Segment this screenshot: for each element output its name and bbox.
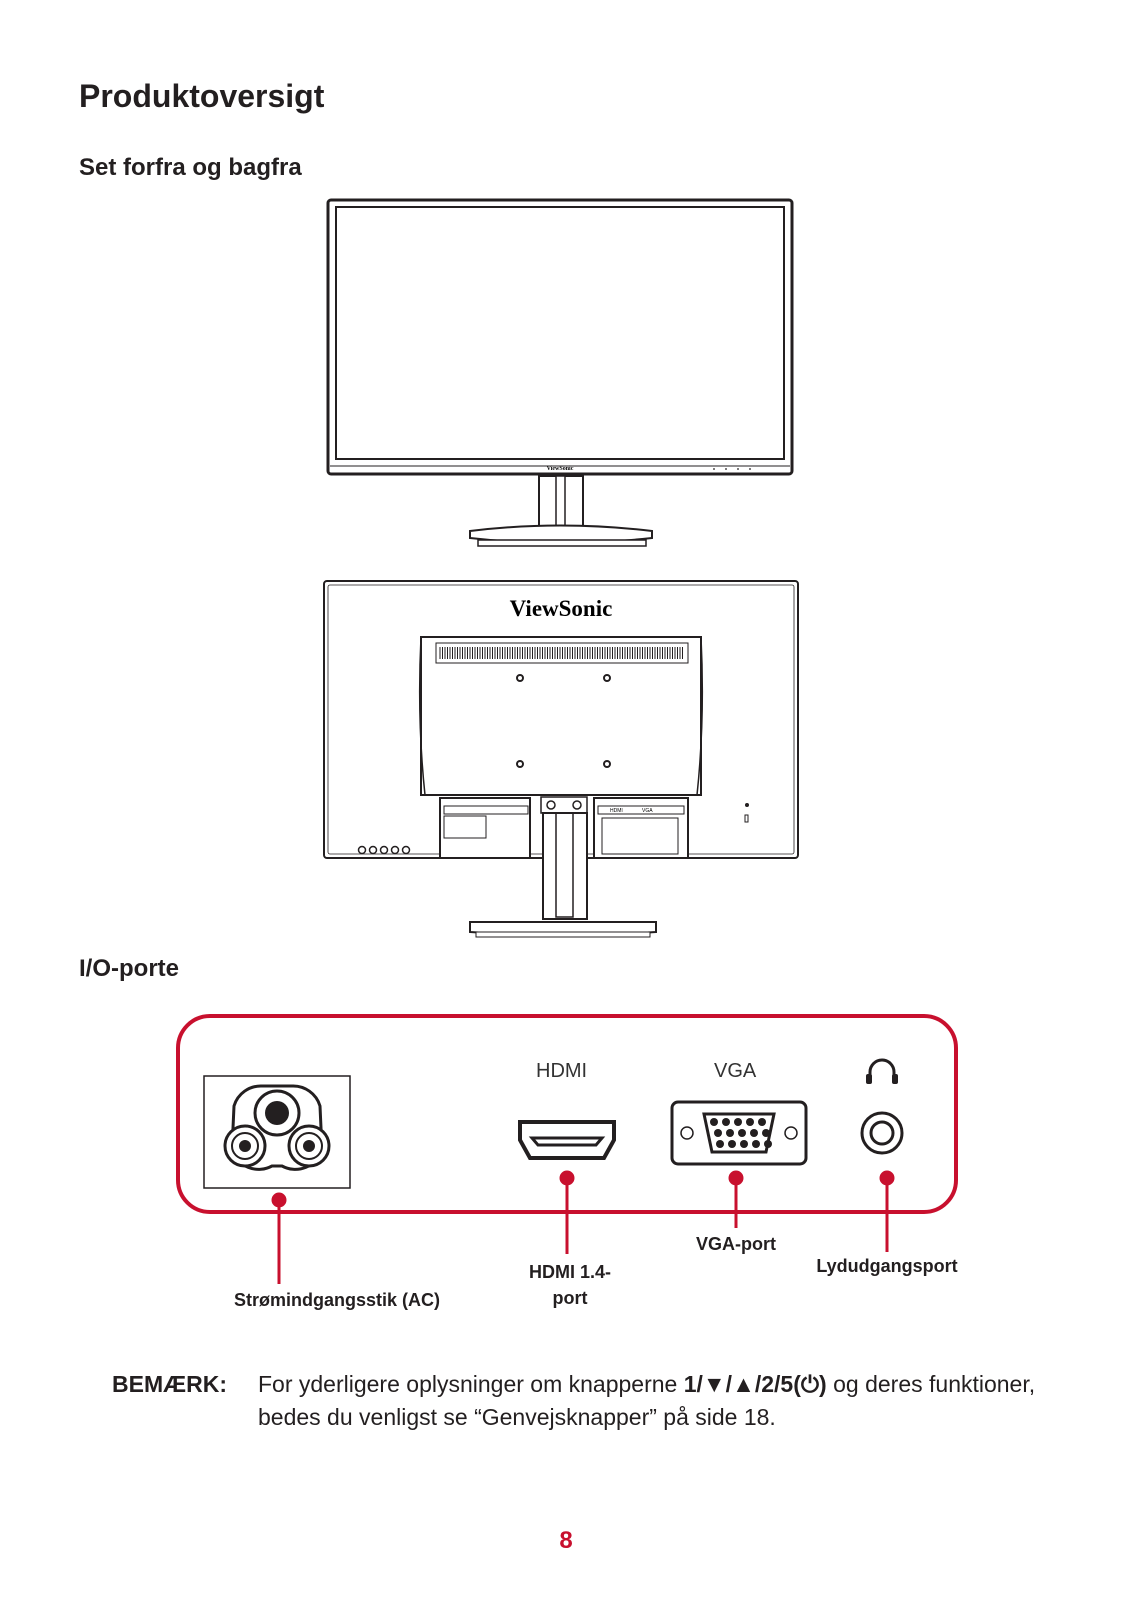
page-number: 8 [559,1527,573,1554]
vga-connector-icon [670,1100,808,1166]
page-title: Produktoversigt [79,78,325,114]
hdmi-port-label-line1: HDMI 1.4- [528,1262,611,1282]
headphone-icon [866,1058,898,1084]
hdmi-title: HDMI [536,1060,588,1082]
back-logo: ViewSonic [510,596,613,621]
hdmi-connector-icon [518,1120,616,1160]
note-label: BEMÆRK: [112,1371,227,1397]
power-connector-icon [203,1075,351,1189]
vga-title: VGA [714,1060,757,1082]
section-heading-io: I/O-porte [79,955,179,982]
hdmi-port-label-line2: port [552,1288,588,1308]
note-text-before: For yderligere oplysninger om knapperne [258,1371,684,1397]
audio-port-label: Lydudgangsport [816,1256,958,1276]
front-logo: ViewSonic [547,466,574,472]
audio-jack-icon [860,1111,904,1155]
power-port-label: Strømindgangsstik (AC) [233,1290,440,1310]
svg-text:HDMI: HDMI [610,808,623,814]
svg-text:VGA: VGA [642,808,653,814]
note-text-after: og deres funktioner, bedes du venligst s… [258,1371,1036,1430]
vga-port-label: VGA-port [696,1234,776,1254]
note-text: For yderligere oplysninger om knapperne … [258,1368,1048,1434]
note-buttons: 1/▼/▲/2/5(⏻) [683,1371,827,1397]
section-heading-front-back: Set forfra og bagfra [79,154,302,181]
